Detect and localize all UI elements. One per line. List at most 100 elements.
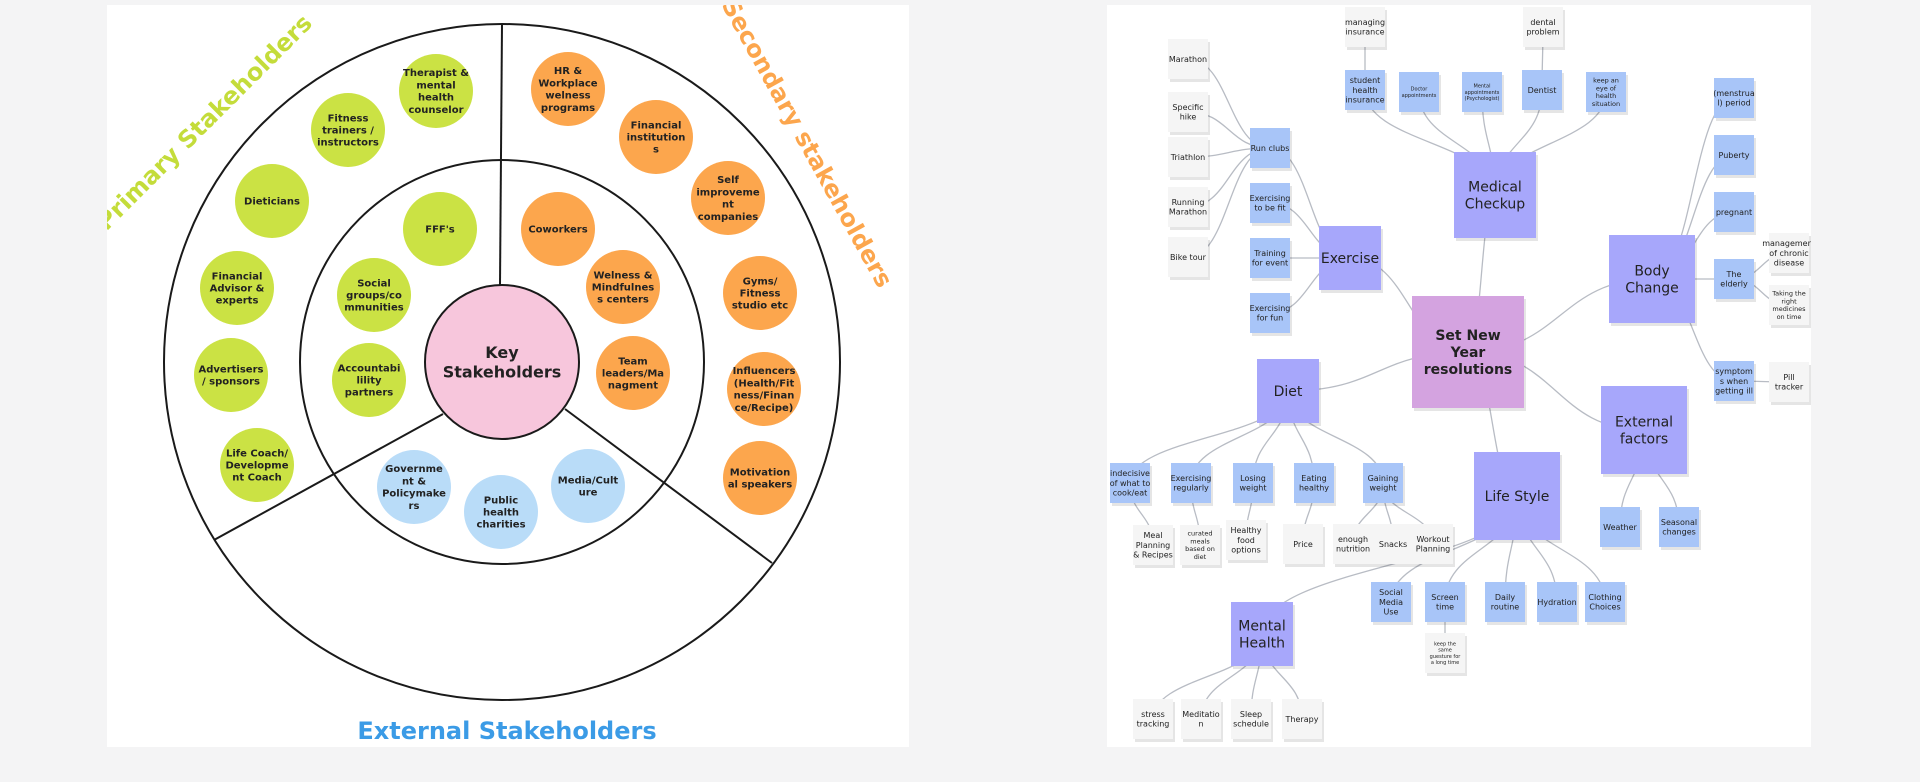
label-line: regularly	[1173, 484, 1209, 493]
label-line: companies	[698, 212, 758, 223]
label-line: diet	[1194, 553, 1207, 561]
label-line: Specific	[1172, 103, 1203, 112]
subtopic-note	[1363, 463, 1403, 503]
category-note-label: Diet	[1274, 384, 1303, 400]
subtopic-note	[1714, 259, 1754, 299]
label-line: institution	[627, 133, 686, 144]
label-line: Meal	[1144, 531, 1163, 540]
label-line: nagment	[608, 381, 658, 392]
label-line: groups/co	[346, 291, 402, 302]
detail-note	[1373, 524, 1413, 564]
secondary-stakeholder-node	[723, 256, 797, 330]
detail-note-label: Bike tour	[1170, 253, 1207, 262]
label-line: Triathlon	[1170, 153, 1206, 162]
label-line: based on	[1185, 545, 1215, 553]
label-line: HR &	[554, 66, 583, 77]
primary-stakeholder-node	[200, 251, 274, 325]
label-line: insurance	[1345, 96, 1384, 105]
detail-note	[1231, 699, 1271, 739]
label-line: Mindfulnes	[592, 283, 654, 294]
label-line: Planning	[1136, 541, 1170, 550]
label-line: mental	[416, 80, 455, 91]
label-line: Financial	[212, 271, 263, 282]
primary-stakeholder-label: Advertisers/ sponsors	[199, 364, 264, 387]
label-line: Pill	[1783, 373, 1794, 382]
label-line: Marathon	[1169, 208, 1207, 217]
label-line: Gyms/	[743, 276, 778, 287]
label-line: Stakeholders	[443, 362, 562, 381]
label-line: Developme	[225, 461, 288, 472]
label-line: nt	[722, 200, 734, 211]
label-line: cook/eat	[1113, 489, 1147, 498]
category-note	[1319, 226, 1381, 290]
detail-note	[1168, 92, 1208, 132]
label-line: trainers /	[322, 126, 374, 137]
label-line: s	[653, 145, 659, 156]
label-line: right	[1781, 297, 1797, 305]
subtopic-note-label: Run clubs	[1251, 144, 1290, 153]
label-line: Losing	[1240, 474, 1266, 483]
label-line: (menstrua	[1713, 89, 1755, 98]
label-line: Marathon	[1169, 55, 1207, 64]
label-line: a long time	[1431, 660, 1459, 666]
category-note	[1454, 152, 1536, 238]
subtopic-note	[1462, 72, 1502, 112]
label-line: meals	[1190, 537, 1210, 545]
label-line: Social	[357, 278, 391, 289]
label-line: s when	[1720, 377, 1748, 386]
label-line: Checkup	[1465, 196, 1526, 212]
label-line: healthy	[1299, 484, 1329, 493]
label-line: Set New	[1435, 328, 1500, 344]
label-line: Media/Cult	[558, 475, 619, 486]
subtopic-note	[1110, 463, 1150, 503]
subtopic-note	[1714, 78, 1754, 118]
subtopic-note	[1250, 183, 1290, 223]
label-line: Team	[618, 356, 647, 367]
label-line: Workplace	[538, 78, 597, 89]
label-line: (Health/Fit	[734, 378, 795, 389]
label-line: Puberty	[1719, 151, 1750, 160]
label-line: Life Style	[1485, 489, 1550, 505]
label-line: symptom	[1715, 367, 1753, 376]
subtopic-note	[1714, 135, 1754, 175]
label-line: schedule	[1233, 720, 1269, 729]
subtopic-note-label: Weather	[1603, 523, 1637, 532]
label-line: enough	[1338, 535, 1368, 544]
resolutions-center-note	[1412, 296, 1524, 408]
label-line: FFF's	[425, 225, 455, 236]
secondary-stakeholder-node	[723, 441, 797, 515]
label-line: pregnant	[1716, 208, 1752, 217]
detail-note	[1168, 237, 1208, 277]
label-line: Therapist &	[403, 68, 469, 79]
label-line: routine	[1491, 603, 1520, 612]
label-line: Fitness	[740, 289, 781, 300]
detail-note	[1769, 362, 1809, 402]
label-line: & Recipes	[1133, 551, 1173, 560]
detail-note	[1168, 39, 1208, 79]
key-stakeholders-node	[424, 284, 580, 440]
category-note-label: Life Style	[1485, 489, 1550, 505]
subtopic-note	[1586, 72, 1626, 112]
detail-note	[1413, 524, 1453, 564]
label-line: tracking	[1137, 720, 1170, 729]
label-line: partners	[345, 388, 393, 399]
label-line: Diet	[1274, 384, 1303, 400]
